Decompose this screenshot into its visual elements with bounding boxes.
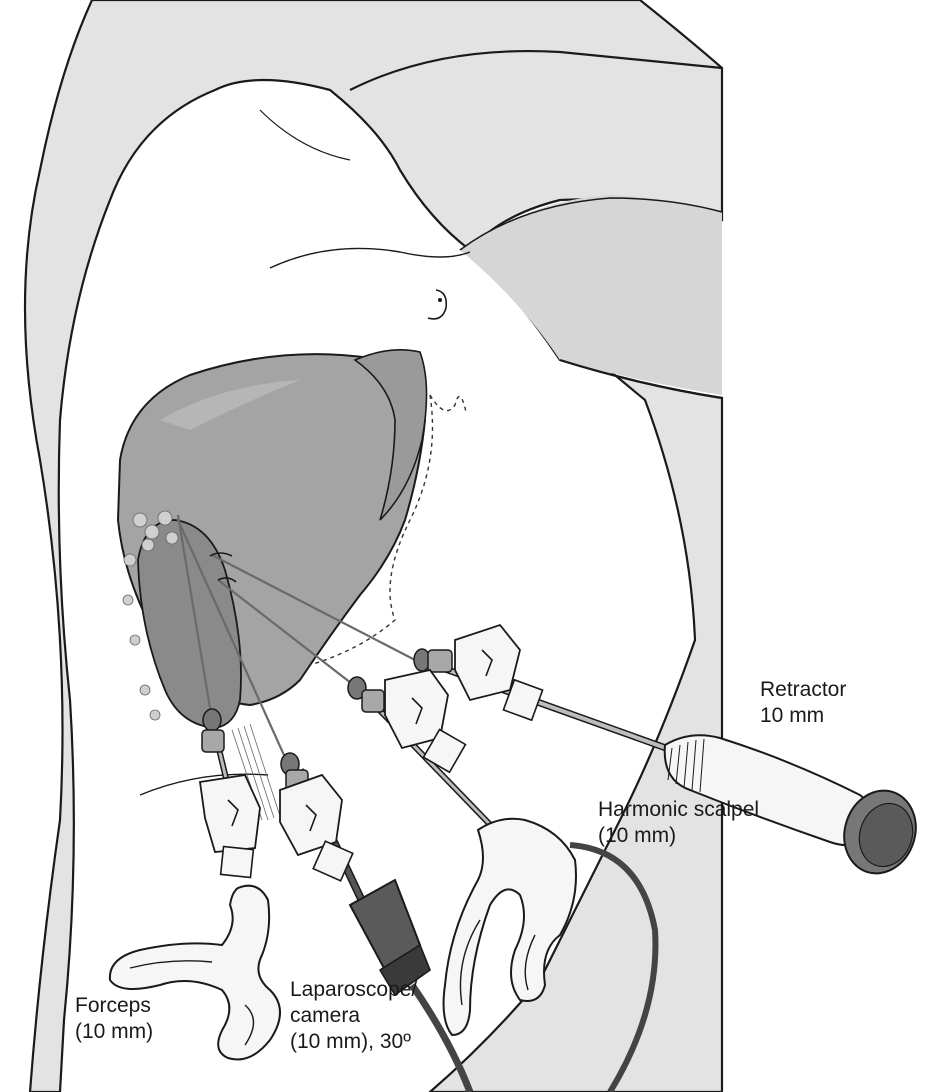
laparoscope-label-line-2: camera: [290, 1004, 361, 1027]
forceps-label: Forceps (10 mm): [75, 993, 153, 1045]
harmonic-scalpel-label: Harmonic scalpel (10 mm): [598, 797, 759, 849]
harmonic-scalpel-cable: [569, 842, 659, 1092]
axilla-crease: [459, 197, 723, 251]
retractor-label: Retractor 10 mm: [760, 677, 846, 729]
forceps-label-line-1: Forceps: [75, 994, 151, 1017]
forceps-instrument: [108, 708, 281, 1061]
liver-left-lobe: [353, 348, 428, 521]
laparoscope-label: Laparoscope/ camera (10 mm), 30º: [290, 977, 417, 1055]
chest-contour: [269, 247, 471, 269]
camera-cable: [409, 983, 474, 1092]
internal-shafts: [176, 514, 416, 765]
forceps-handle: [108, 884, 281, 1061]
liver-highlight: [160, 380, 300, 430]
laparoscope-label-line-1: Laparoscope/: [290, 978, 418, 1001]
arm-shading: [460, 195, 722, 395]
laparoscope-instrument: [279, 752, 474, 1092]
arm-upper-edge: [349, 49, 723, 91]
fatty-tissue: [122, 510, 179, 721]
nipple: [427, 289, 448, 320]
retractor-label-line-2: 10 mm: [760, 704, 825, 727]
shoulder-contour: [259, 109, 351, 161]
laparoscope-label-line-3: (10 mm), 30º: [290, 1030, 411, 1053]
harmonic-scalpel-handle: [442, 817, 577, 1037]
forceps-label-line-2: (10 mm): [75, 1020, 154, 1043]
gallbladder: [137, 519, 242, 729]
retractor-label-line-1: Retractor: [760, 678, 847, 701]
costal-margin-dashed: [309, 394, 434, 666]
costal-margin-dashed-upper: [429, 394, 467, 413]
harmonic-scalpel-instrument: [347, 668, 659, 1092]
instrument-tips: [209, 552, 237, 583]
harmonic-scalpel-label-line-1: Harmonic scalpel: [598, 798, 760, 821]
retractor-instrument: [413, 623, 917, 875]
arm-lower-edge: [559, 358, 723, 400]
harmonic-scalpel-label-line-2: (10 mm): [598, 824, 677, 847]
